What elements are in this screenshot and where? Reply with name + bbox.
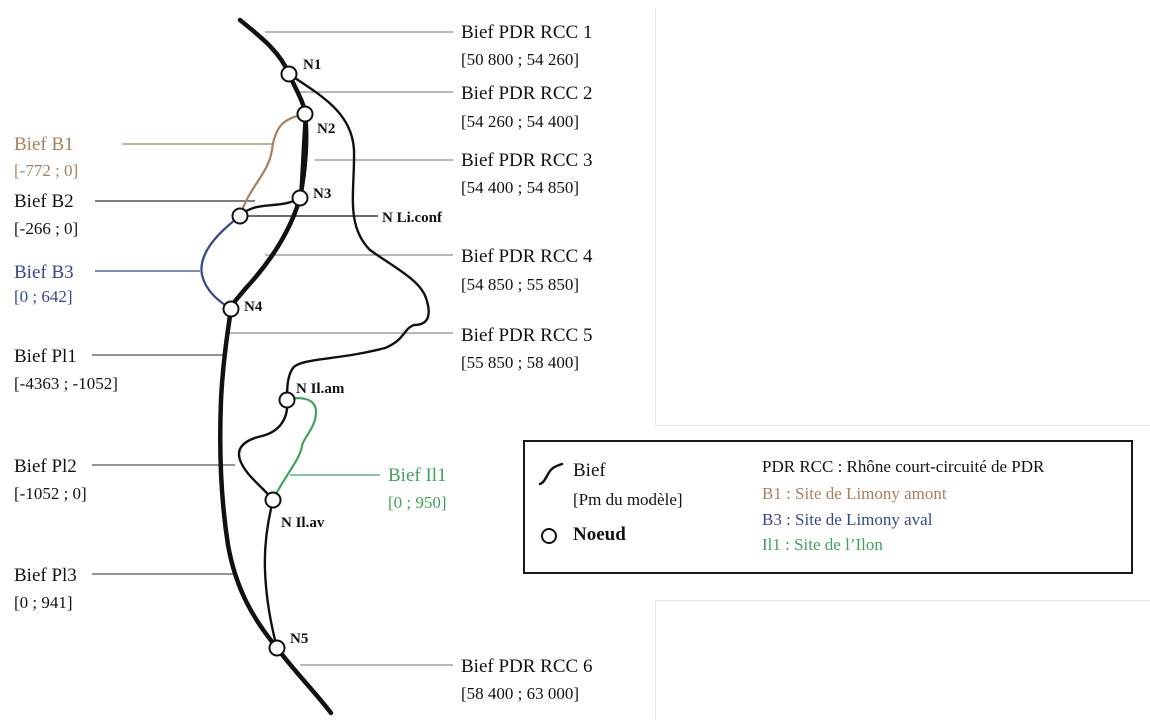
pl2-name: Bief Pl2: [14, 456, 77, 477]
b2-range: [-266 ; 0]: [14, 219, 78, 238]
branch-il1: [271, 397, 318, 501]
node-n1-marker: [280, 65, 298, 83]
rcc2-range: [54 260 ; 54 400]: [461, 112, 579, 131]
legend-bief-sub: [Pm du modèle]: [573, 490, 683, 509]
node-label-li-conf: N Li.conf: [382, 210, 443, 226]
node-label-n1: N1: [303, 57, 321, 73]
main-reach-path: [218, 17, 334, 716]
legend-bief-label: Bief: [573, 460, 606, 481]
rcc1-name: Bief PDR RCC 1: [461, 22, 592, 43]
bief-legend-icon: [538, 462, 564, 486]
il1-name: Bief Il1: [388, 465, 447, 486]
pl1-name: Bief Pl1: [14, 346, 77, 367]
b3-name: Bief B3: [14, 262, 74, 283]
node-label-il-am: N Il.am: [296, 381, 345, 397]
rcc3-range: [54 400 ; 54 850]: [461, 178, 579, 197]
pl3-range: [0 ; 941]: [14, 593, 73, 612]
rcc6-name: Bief PDR RCC 6: [461, 656, 592, 677]
b2-name: Bief B2: [14, 191, 74, 212]
node-il-av-marker: [264, 491, 282, 509]
pl2-range: [-1052 ; 0]: [14, 484, 87, 503]
il1-range: [0 ; 950]: [388, 493, 447, 512]
frame-line-right-bottom: [655, 600, 656, 720]
node-label-n4: N4: [244, 299, 263, 315]
left-labels: Bief B1 [-772 ; 0] Bief B2 [-266 ; 0] Bi…: [14, 134, 118, 612]
rcc-leader-lines: [228, 31, 453, 666]
rcc4-name: Bief PDR RCC 4: [461, 246, 593, 267]
node-n3-marker: [291, 189, 309, 207]
rcc-labels: Bief PDR RCC 1 [50 800 ; 54 260] Bief PD…: [461, 22, 593, 703]
frame-line-top-right: [655, 425, 1150, 426]
branch-il-west-loop: [237, 398, 289, 502]
node-labels: N1 N2 N3 N Li.conf N4 N Il.am N Il.av N5: [244, 57, 443, 647]
node-n2-marker: [296, 105, 314, 123]
legend-node-label: Noeud: [573, 524, 626, 545]
b1-range: [-772 ; 0]: [14, 161, 78, 180]
rcc5-range: [55 850 ; 58 400]: [461, 353, 579, 372]
node-n5-marker: [268, 639, 286, 657]
rcc4-range: [54 850 ; 55 850]: [461, 275, 579, 294]
node-label-n2: N2: [317, 121, 335, 137]
node-markers: [222, 65, 314, 657]
rcc2-name: Bief PDR RCC 2: [461, 83, 592, 104]
branch-il-av-n5: [263, 498, 279, 650]
legend-entry-b1: B1 : Site de Limony amont: [762, 484, 947, 503]
branch-b3: [200, 215, 241, 310]
pl3-name: Bief Pl3: [14, 565, 77, 586]
frame-line-right-top: [655, 8, 656, 426]
branch-east-loop: [285, 72, 430, 402]
legend-entry-il1: Il1 : Site de l’Ilon: [762, 535, 883, 554]
rcc3-name: Bief PDR RCC 3: [461, 150, 592, 171]
node-il-am-marker: [278, 391, 296, 409]
pl1-range: [-4363 ; -1052]: [14, 374, 118, 393]
b3-range: [0 ; 642]: [14, 287, 73, 306]
rcc6-range: [58 400 ; 63 000]: [461, 684, 579, 703]
legend-entry-pdr-rcc: PDR RCC : Rhône court-circuité de PDR: [762, 457, 1045, 476]
node-label-il-av: N Il.av: [281, 515, 325, 531]
frame-line-bottom-right: [655, 600, 1150, 601]
rcc5-name: Bief PDR RCC 5: [461, 325, 592, 346]
legend-entry-b3: B3 : Site de Limony aval: [762, 510, 933, 529]
node-label-n5: N5: [290, 631, 308, 647]
node-label-n3: N3: [313, 186, 331, 202]
node-n4-marker: [222, 300, 240, 318]
branch-b1: [238, 112, 306, 217]
legend-box: Bief [Pm du modèle] Noeud PDR RCC : Rhôn…: [523, 440, 1133, 574]
rcc1-range: [50 800 ; 54 260]: [461, 50, 579, 69]
node-li-conf-marker: [231, 207, 249, 225]
b1-name: Bief B1: [14, 134, 74, 155]
node-legend-icon: [541, 528, 557, 544]
